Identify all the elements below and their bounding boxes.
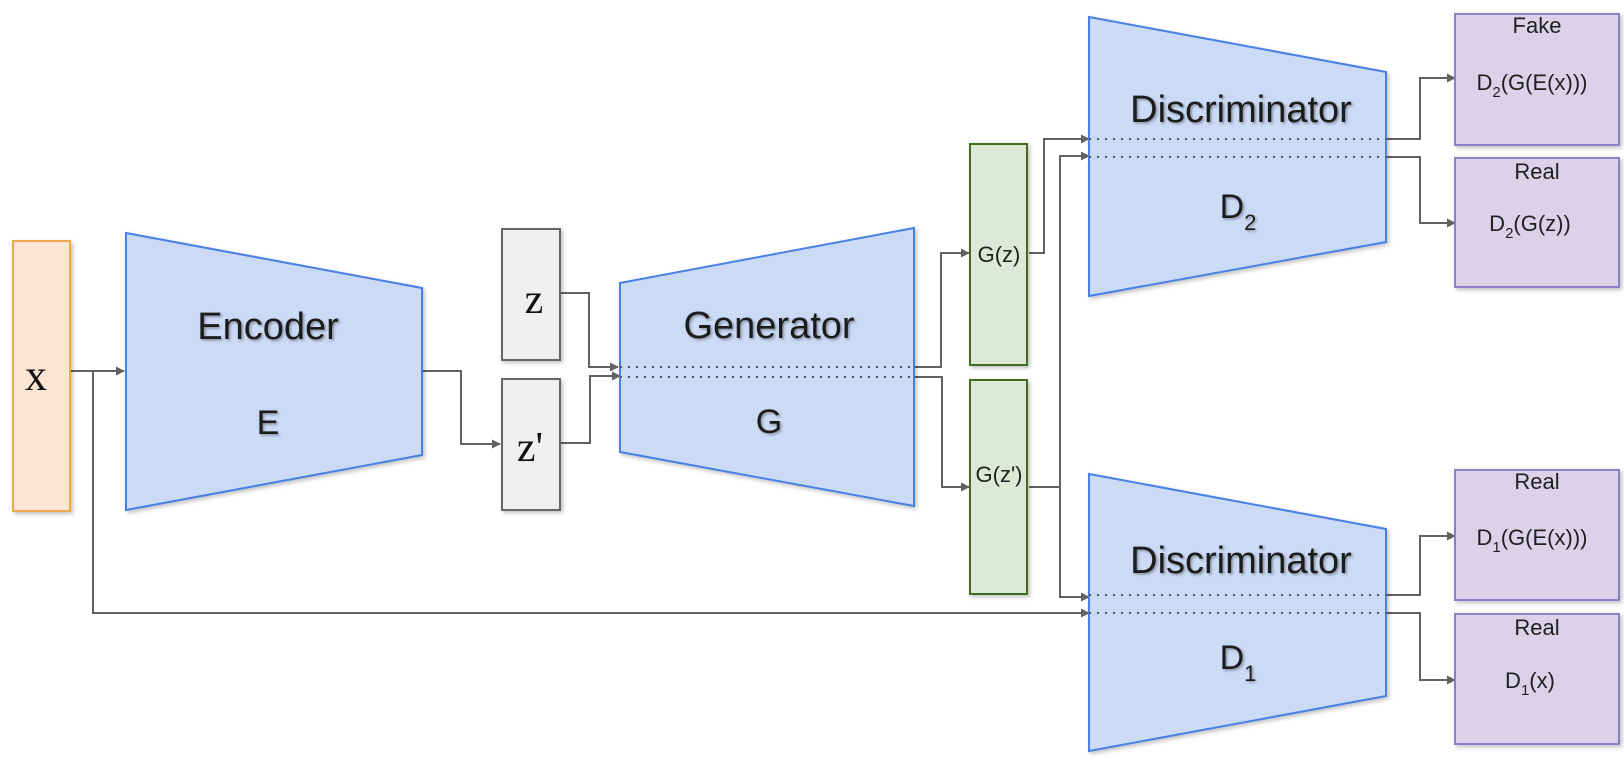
- latent-zprime-node: z': [501, 378, 561, 511]
- connectors: [70, 73, 1456, 685]
- discriminator-1-title: Discriminator: [1130, 540, 1352, 582]
- discriminator-1-shape: [1088, 472, 1387, 753]
- generator-title: Generator: [683, 305, 854, 347]
- latent-zprime-label: z': [517, 425, 543, 471]
- generator-node: Generator G: [619, 226, 915, 508]
- generated-gz-label: G(z): [978, 242, 1021, 267]
- output-box: [1454, 469, 1620, 601]
- generated-gzprime-node: G(z'): [969, 379, 1028, 595]
- edge-encoder-to-zprime: [422, 370, 501, 449]
- edge-discriminator-2-to-real: [1386, 156, 1456, 228]
- input-x-node: [12, 240, 71, 512]
- generator-shape: [619, 226, 915, 508]
- output-expression: D1(G(E(x))): [1477, 525, 1588, 556]
- discriminator-1-symbol: D1: [1220, 639, 1257, 686]
- discriminator-2-title: Discriminator: [1130, 89, 1352, 131]
- latent-z-box: [501, 228, 561, 361]
- edge-discriminator-1-to-real-b: [1386, 612, 1456, 685]
- discriminator-1-node: Discriminator D1: [1088, 472, 1387, 753]
- edge-generator-to-gz: [914, 248, 970, 368]
- edge-zprime-to-generator: [560, 371, 621, 444]
- generated-gz-box: [969, 143, 1028, 366]
- generated-gz-node: G(z): [969, 143, 1028, 366]
- edge-gzprime-to-discriminator-1: [1059, 487, 1090, 602]
- edge-discriminator-2-to-fake: [1386, 73, 1456, 140]
- edge-gz-to-discriminator-2: [1029, 134, 1090, 254]
- discriminator-2-symbol: D2: [1220, 188, 1257, 235]
- input-x-box: [12, 240, 71, 512]
- output-box: [1454, 157, 1620, 288]
- encoder-shape: [125, 231, 423, 512]
- discriminator-2-shape: [1088, 15, 1387, 298]
- encoder-node: Encoder E: [125, 231, 423, 512]
- output-box: [1454, 613, 1620, 745]
- edge-discriminator-1-to-real-a: [1386, 531, 1456, 596]
- input-x-label: x: [25, 351, 47, 400]
- output-expression: D2(G(E(x))): [1477, 70, 1588, 101]
- generated-gzprime-label: G(z'): [976, 462, 1023, 487]
- output-label: Real: [1514, 615, 1559, 640]
- latent-zprime-box: [501, 378, 561, 511]
- output-label: Fake: [1513, 13, 1562, 38]
- generator-symbol: G: [756, 403, 782, 441]
- discriminator-2-node: Discriminator D2: [1088, 15, 1387, 298]
- latent-z-label: z: [525, 277, 544, 323]
- output-box-real-d2-gz: Real D2(G(z)): [1454, 157, 1620, 288]
- edge-x-to-discriminator-1: [92, 371, 1090, 618]
- encoder-title: Encoder: [197, 306, 339, 348]
- encoder-symbol: E: [257, 404, 280, 442]
- edge-z-to-generator: [560, 292, 619, 372]
- edge-generator-to-gzprime: [914, 376, 970, 492]
- output-box-real-d1-gex: Real D1(G(E(x))): [1454, 469, 1620, 601]
- generated-gzprime-box: [969, 379, 1028, 595]
- edge-gzprime-to-discriminator-2: [1029, 151, 1090, 488]
- output-label: Real: [1514, 159, 1559, 184]
- output-box-real-d1-x: Real D1(x): [1454, 613, 1620, 745]
- output-label: Real: [1514, 469, 1559, 494]
- output-box-fake-d2-gex: Fake D2(G(E(x))): [1454, 13, 1620, 146]
- output-box: [1454, 13, 1620, 146]
- latent-z-node: z: [501, 228, 561, 361]
- output-expression: D1(x): [1505, 668, 1555, 699]
- output-expression: D2(G(z)): [1489, 211, 1571, 242]
